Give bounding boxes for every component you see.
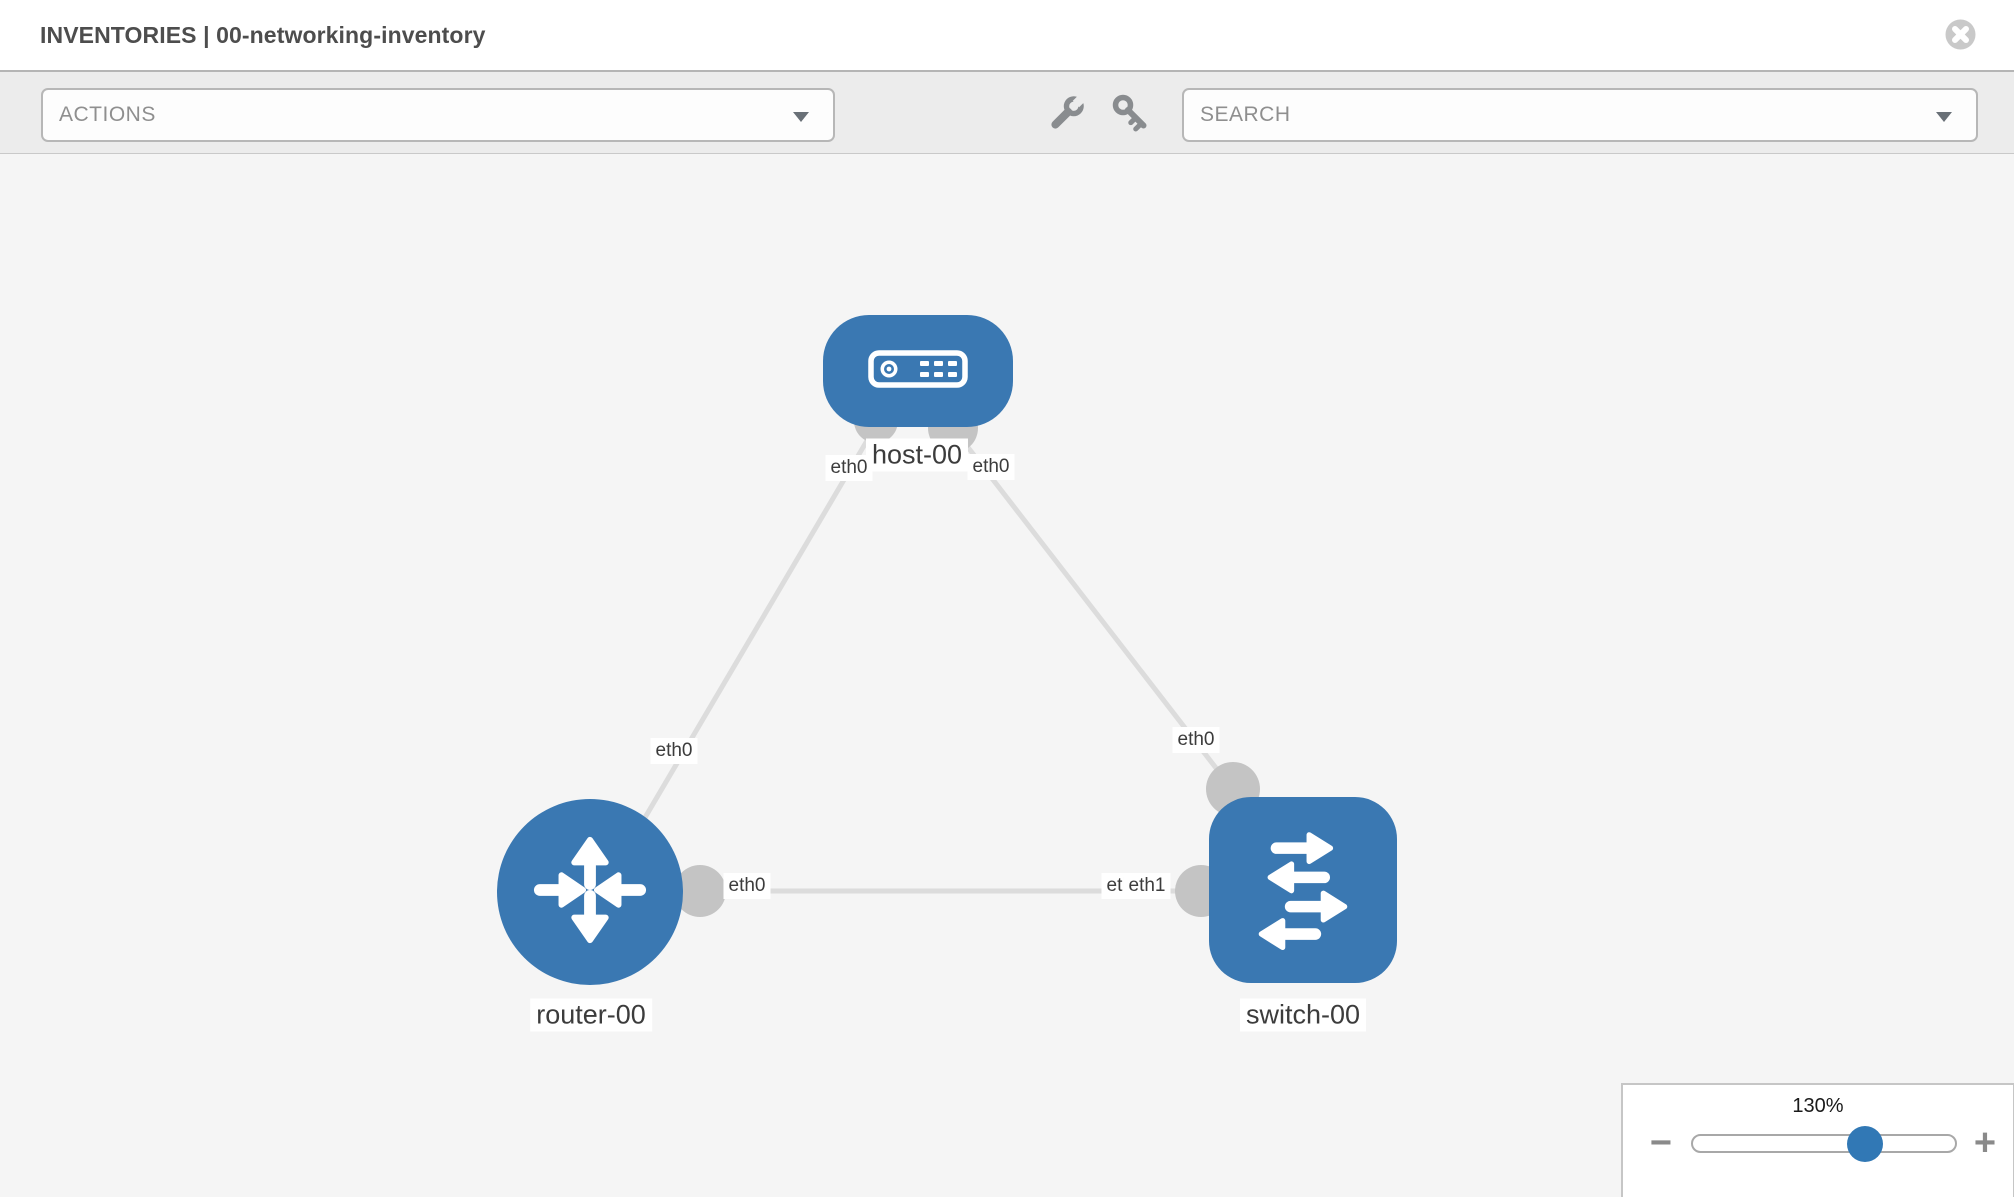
search-placeholder: SEARCH: [1200, 103, 1291, 126]
page-header: INVENTORIES | 00-networking-inventory: [0, 0, 2014, 70]
node-label-host: host-00: [865, 438, 969, 472]
x-circle-icon: [1944, 19, 1977, 54]
links-layer: [597, 399, 1260, 917]
iface-label-host-to-router: eth0: [825, 455, 873, 481]
node-switch-00[interactable]: [1209, 797, 1397, 983]
zoom-out-button[interactable]: −: [1641, 1121, 1681, 1165]
close-button[interactable]: [1944, 18, 1977, 51]
wrench-icon: [1044, 93, 1088, 141]
switch-arrows-icon: [1241, 826, 1365, 955]
server-icon: [868, 349, 968, 393]
credentials-button[interactable]: [1110, 92, 1156, 138]
zoom-level-value: 130%: [1792, 1095, 1844, 1117]
zoom-in-button[interactable]: +: [1965, 1121, 2005, 1165]
actions-dropdown[interactable]: ACTIONS: [41, 88, 835, 142]
link-host-router: [597, 420, 881, 896]
page-title: INVENTORIES | 00-networking-inventory: [40, 22, 486, 48]
node-label-switch: switch-00: [1239, 998, 1367, 1032]
router-arrows-icon: [531, 831, 649, 954]
chevron-down-icon: [793, 112, 809, 122]
chevron-down-icon: [1936, 112, 1952, 122]
zoom-slider-track[interactable]: [1691, 1134, 1957, 1153]
toolbar: ACTIONS: [0, 70, 2014, 154]
node-router-00[interactable]: [497, 799, 683, 985]
plus-icon: +: [1973, 1122, 1997, 1164]
actions-dropdown-label: ACTIONS: [59, 103, 156, 126]
port-router-right: [674, 865, 726, 917]
iface-label-host-to-switch: eth0: [967, 454, 1015, 480]
topology-canvas[interactable]: host-00 router-00 switch-00 eth0 eth0 et…: [0, 154, 2014, 1197]
iface-label-router-to-switch: eth0: [723, 873, 771, 899]
zoom-panel: 130% − +: [1621, 1083, 2014, 1197]
node-label-router: router-00: [530, 998, 652, 1032]
key-icon: [1110, 94, 1156, 141]
iface-label-switch-to-host: eth0: [1172, 727, 1220, 753]
node-host-00[interactable]: [823, 315, 1013, 427]
iface-label-router-to-host: eth0: [650, 738, 698, 764]
search-dropdown[interactable]: SEARCH: [1182, 88, 1978, 142]
zoom-slider-knob[interactable]: [1847, 1126, 1883, 1162]
configure-button[interactable]: [1044, 90, 1088, 138]
minus-icon: −: [1649, 1122, 1673, 1164]
iface-label-switch-to-router: eth1: [1123, 873, 1171, 899]
